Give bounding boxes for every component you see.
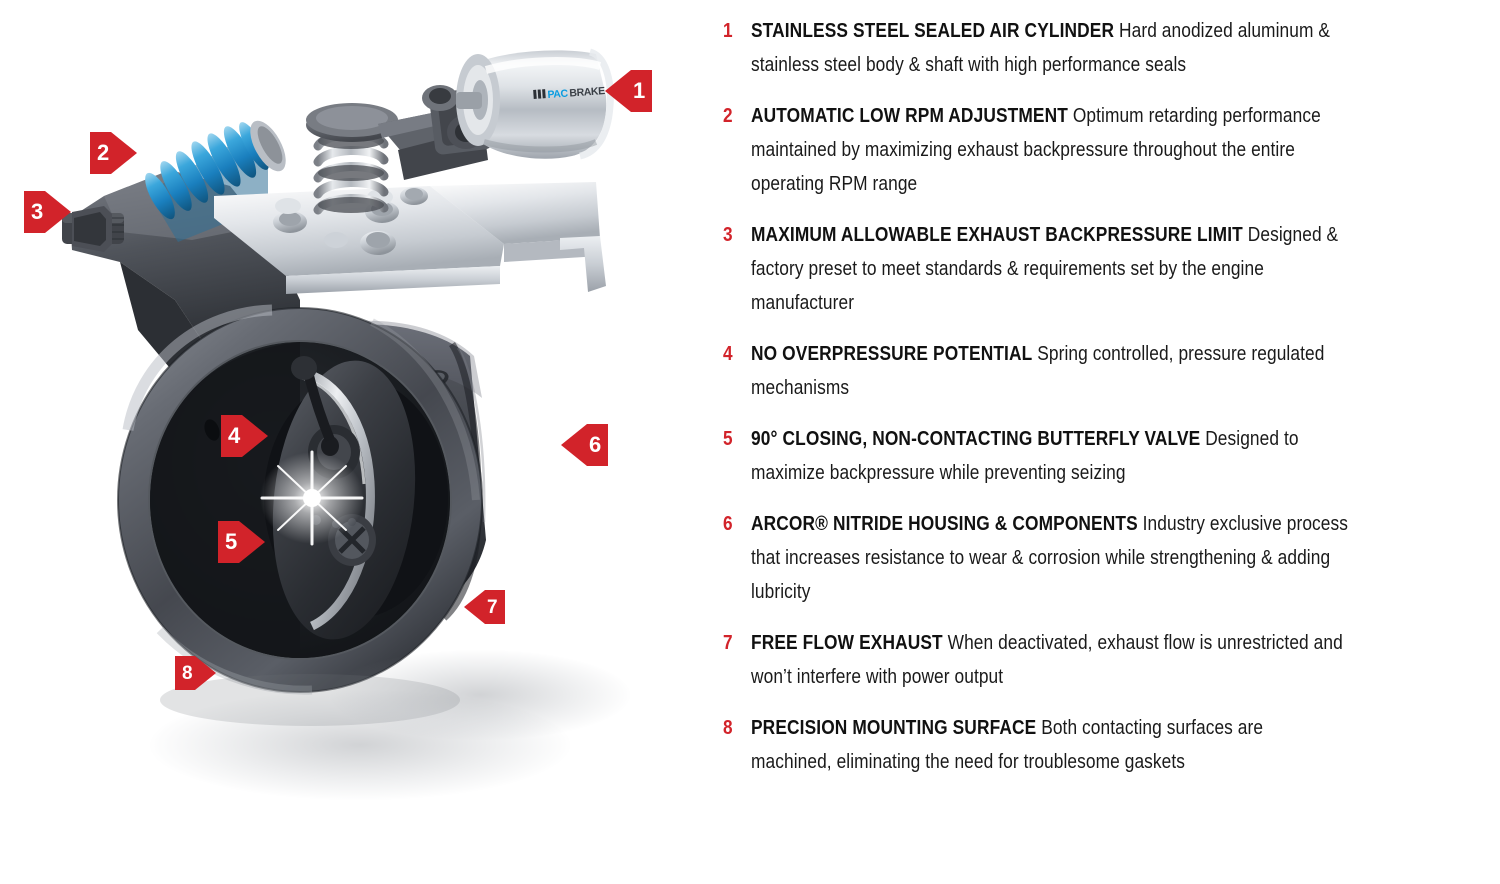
callout-marker-5[interactable]: 5 — [218, 521, 266, 563]
compression-spring-stack — [306, 103, 398, 215]
callout-number: 1 — [631, 70, 653, 112]
feature-number: 7 — [723, 632, 733, 654]
callout-arrow-icon — [242, 415, 269, 457]
callout-arrow-icon — [194, 656, 216, 690]
feature-item-6: 6 ARCOR® NITRIDE HOUSING & COMPONENTS In… — [723, 507, 1458, 609]
exhaust-brake-illustration: PAC BRAKE — [62, 48, 614, 726]
feature-description: Industry exclusive process that increase… — [751, 512, 1349, 603]
callout-marker-1[interactable]: 1 — [605, 70, 653, 112]
callout-marker-2[interactable]: 2 — [90, 132, 138, 174]
feature-number: 5 — [723, 428, 733, 450]
callout-marker-8[interactable]: 8 — [175, 656, 216, 690]
callout-number: 4 — [221, 415, 243, 457]
feature-body: STAINLESS STEEL SEALED AIR CYLINDER Hard… — [751, 14, 1348, 82]
stainless-steel-air-cylinder: PAC BRAKE — [456, 48, 614, 160]
feature-title: MAXIMUM ALLOWABLE EXHAUST BACKPRESSURE L… — [751, 223, 1243, 246]
callout-arrow-icon — [239, 521, 266, 563]
callout-arrow-icon — [464, 590, 485, 624]
product-reflection-main — [150, 690, 570, 800]
feature-number: 1 — [723, 20, 733, 42]
feature-item-3: 3 MAXIMUM ALLOWABLE EXHAUST BACKPRESSURE… — [723, 218, 1458, 320]
feature-number: 2 — [723, 105, 733, 127]
callout-marker-7[interactable]: 7 — [464, 590, 505, 624]
feature-item-2: 2 AUTOMATIC LOW RPM ADJUSTMENT Optimum r… — [723, 99, 1458, 201]
feature-item-4: 4 NO OVERPRESSURE POTENTIAL Spring contr… — [723, 337, 1458, 405]
product-reflection-secondary — [330, 650, 630, 740]
butterfly-valve-assembly — [150, 342, 450, 658]
callout-marker-6[interactable]: 6 — [561, 424, 609, 466]
feature-item-8: 8 PRECISION MOUNTING SURFACE Both contac… — [723, 711, 1458, 779]
callout-marker-3[interactable]: 3 — [24, 191, 72, 233]
feature-number: 3 — [723, 224, 733, 246]
feature-body: PRECISION MOUNTING SURFACE Both contacti… — [751, 711, 1348, 779]
feature-body: AUTOMATIC LOW RPM ADJUSTMENT Optimum ret… — [751, 99, 1348, 201]
feature-description: Spring controlled, pressure regulated me… — [751, 342, 1325, 399]
galvanized-bracket — [214, 182, 606, 294]
feature-item-1: 1 STAINLESS STEEL SEALED AIR CYLINDER Ha… — [723, 14, 1458, 82]
callout-marker-4[interactable]: 4 — [221, 415, 269, 457]
feature-body: 90° CLOSING, NON-CONTACTING BUTTERFLY VA… — [751, 422, 1348, 490]
callout-number: 2 — [90, 132, 112, 174]
feature-number: 6 — [723, 513, 733, 535]
feature-description: Designed & factory preset to meet standa… — [751, 223, 1339, 314]
feature-title: AUTOMATIC LOW RPM ADJUSTMENT — [751, 104, 1068, 127]
callout-number: 3 — [24, 191, 46, 233]
feature-body: NO OVERPRESSURE POTENTIAL Spring control… — [751, 337, 1348, 405]
svg-text:PAC: PAC — [547, 88, 569, 101]
feature-number: 4 — [723, 343, 733, 365]
feature-title: ARCOR® NITRIDE HOUSING & COMPONENTS — [751, 512, 1138, 535]
feature-item-5: 5 90° CLOSING, NON-CONTACTING BUTTERFLY … — [723, 422, 1458, 490]
pacbrake-logo: PAC BRAKE — [533, 85, 606, 101]
feature-title: FREE FLOW EXHAUST — [751, 631, 943, 654]
feature-body: ARCOR® NITRIDE HOUSING & COMPONENTS Indu… — [751, 507, 1348, 609]
feature-description: Hard anodized aluminum & stainless steel… — [751, 19, 1330, 76]
callout-arrow-icon — [605, 70, 631, 112]
feature-description: Both contacting surfaces are machined, e… — [751, 716, 1264, 773]
callout-number: 7 — [485, 590, 505, 624]
callout-number: 8 — [175, 656, 195, 690]
callout-number: 6 — [587, 424, 609, 466]
feature-item-7: 7 FREE FLOW EXHAUST When deactivated, ex… — [723, 626, 1458, 694]
callout-number: 5 — [218, 521, 240, 563]
feature-title: STAINLESS STEEL SEALED AIR CYLINDER — [751, 19, 1115, 42]
callout-arrow-icon — [45, 191, 72, 233]
feature-body: MAXIMUM ALLOWABLE EXHAUST BACKPRESSURE L… — [751, 218, 1348, 320]
feature-description: Optimum retarding performance maintained… — [751, 104, 1321, 195]
feature-list: 1 STAINLESS STEEL SEALED AIR CYLINDER Ha… — [715, 0, 1500, 884]
blue-bellows — [145, 120, 286, 242]
feature-number: 8 — [723, 717, 733, 739]
svg-text:BRAKE: BRAKE — [569, 85, 605, 99]
callout-arrow-icon — [561, 424, 587, 466]
feature-description: Designed to maximize backpressure while … — [751, 427, 1299, 484]
feature-description: When deactivated, exhaust flow is unrest… — [751, 631, 1343, 688]
feature-body: FREE FLOW EXHAUST When deactivated, exha… — [751, 626, 1348, 694]
feature-title: 90° CLOSING, NON-CONTACTING BUTTERFLY VA… — [751, 427, 1201, 450]
feature-title: PRECISION MOUNTING SURFACE — [751, 716, 1037, 739]
product-photo-panel: PAC BRAKE 1 2 3 4 5 — [0, 0, 715, 884]
feature-title: NO OVERPRESSURE POTENTIAL — [751, 342, 1033, 365]
callout-arrow-icon — [111, 132, 138, 174]
